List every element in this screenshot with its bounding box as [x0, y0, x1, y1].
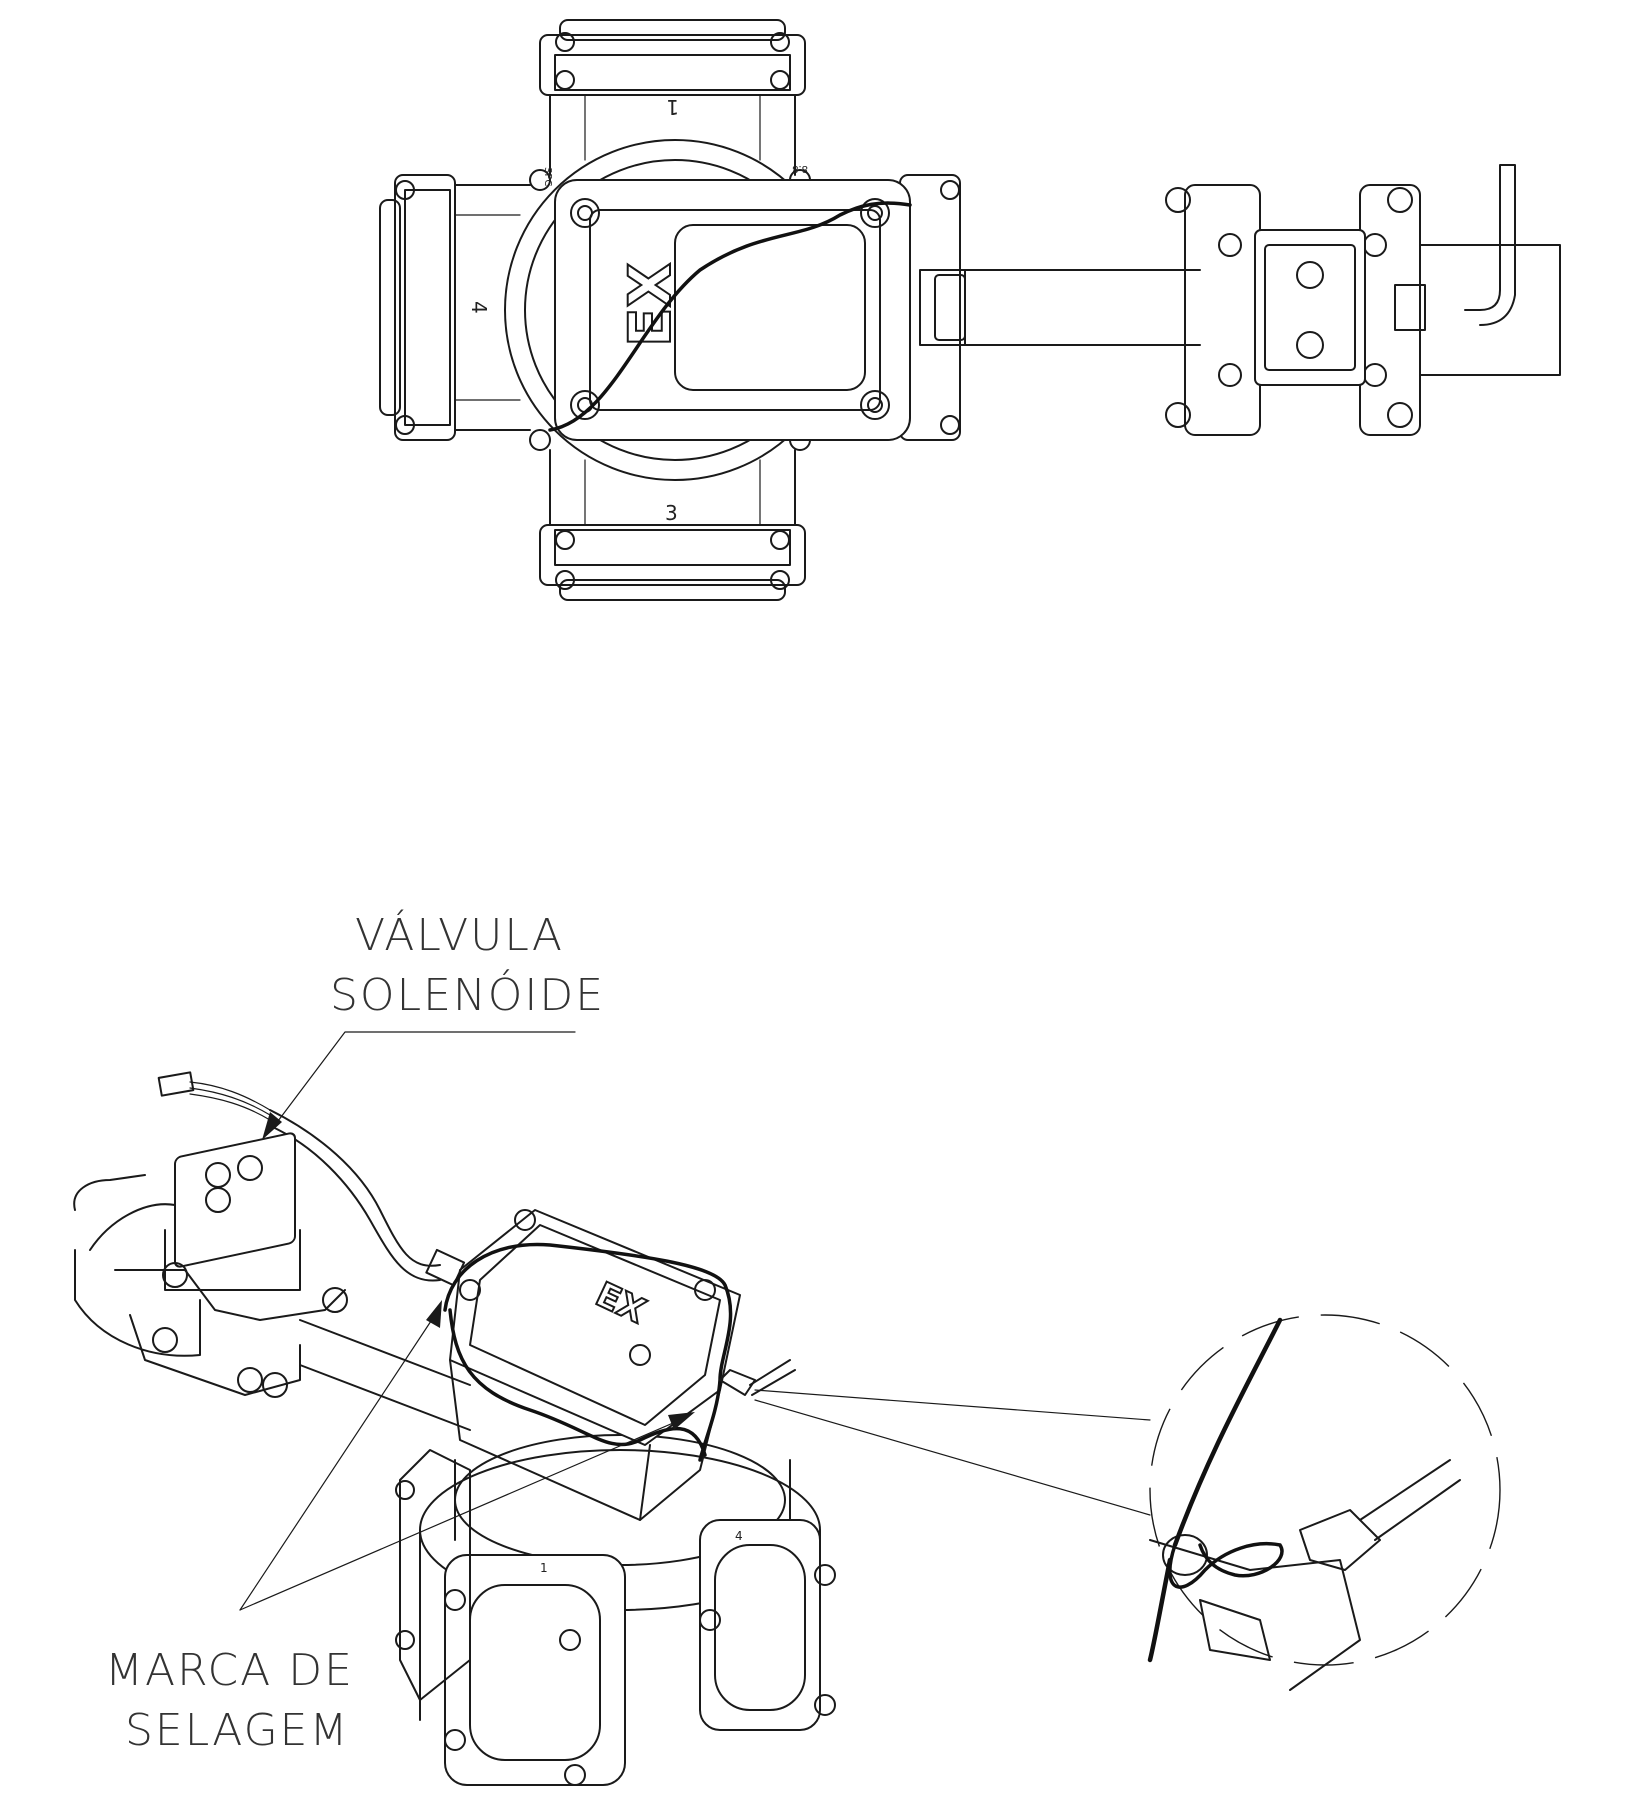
- seal-detail-view: [754, 1314, 1501, 1691]
- port-3-flange: 3: [539, 449, 806, 601]
- port-1-number: 1: [666, 95, 679, 119]
- seal-label-line1: MARCA DE: [105, 1645, 354, 1696]
- solenoid-callout: VÁLVULA SOLENÓIDE: [262, 908, 605, 1140]
- ex-cover-box: EX: [554, 179, 911, 441]
- iso-port-1-number: 1: [540, 1561, 548, 1575]
- ex-mark-top: EX: [616, 263, 684, 347]
- seal-clip-iso: [719, 1369, 756, 1396]
- port-3-number: 3: [665, 501, 678, 525]
- meter-top-view: 1 3 4: [379, 19, 1561, 601]
- iso-port-4-number: 4: [735, 1529, 743, 1543]
- connecting-pipe-iso: [299, 1319, 471, 1431]
- detail-projection-line-top: [754, 1389, 1151, 1421]
- detail-seal-wire: [1172, 1317, 1283, 1548]
- seal-leader-line-1: [239, 1314, 436, 1611]
- meter-body-iso: 1 4: [395, 1335, 836, 1786]
- port-4-number: 4: [467, 301, 491, 314]
- connecting-pipe-top: [959, 269, 1201, 346]
- seal-wire-top: [548, 201, 912, 432]
- seal-mark-callout: MARCA DE SELAGEM: [105, 1300, 695, 1756]
- ex-cover-iso: EX: [425, 1209, 741, 1521]
- solenoid-cable: [157, 1071, 441, 1282]
- bolt-mark-grade: 8.8: [792, 163, 808, 174]
- solenoid-leader-line: [274, 1031, 576, 1126]
- solenoid-valve-iso: [73, 1132, 348, 1398]
- solenoid-label-line1: VÁLVULA: [355, 908, 564, 961]
- meter-iso-view: 1 4 EX: [73, 1071, 836, 1786]
- port-1-flange: 1: [539, 19, 806, 176]
- bolt-mark-spc: SPC: [542, 167, 553, 186]
- seal-label-line2: SELAGEM: [125, 1705, 349, 1756]
- seal-leader-line-2: [239, 1419, 681, 1611]
- solenoid-valve-top-view: [1165, 164, 1561, 436]
- seal-wire-iso: [443, 1242, 733, 1462]
- solenoid-label-line2: SOLENÓIDE: [330, 968, 605, 1021]
- port-4-flange: 4: [379, 174, 531, 441]
- detail-projection-line-bottom: [754, 1399, 1151, 1516]
